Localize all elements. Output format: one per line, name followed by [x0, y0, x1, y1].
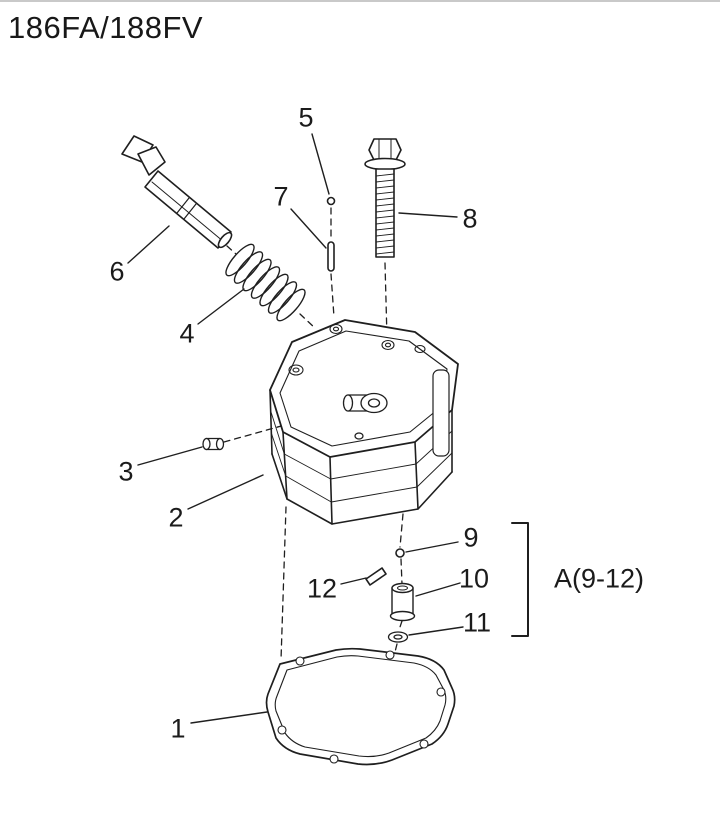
- gasket-drawing: [265, 647, 456, 766]
- pin-12-drawing: [365, 567, 387, 586]
- callout-3: 3: [118, 456, 134, 487]
- callout-11: 11: [462, 607, 492, 638]
- callout-2: 2: [168, 502, 184, 533]
- cylinder-10-drawing: [389, 582, 416, 622]
- washer-11-drawing: [387, 631, 409, 643]
- ball-5-drawing: [326, 196, 336, 206]
- callout-10: 10: [458, 563, 490, 594]
- ball-9-drawing: [395, 548, 405, 558]
- callout-8: 8: [462, 203, 478, 234]
- callout-7: 7: [273, 181, 289, 212]
- callout-6: 6: [109, 256, 125, 287]
- flange-bolt-drawing: [364, 138, 406, 258]
- pin-7-drawing: [327, 241, 335, 272]
- callout-5: 5: [298, 102, 314, 133]
- callout-1: 1: [170, 713, 186, 744]
- group-bracket: [511, 522, 529, 637]
- rocker-arm-drawing: [121, 135, 233, 249]
- cap-3-drawing: [202, 437, 225, 451]
- callout-4: 4: [179, 318, 195, 349]
- leader-lines: [127, 133, 464, 724]
- group-label-a: A(9-12): [553, 563, 645, 594]
- head-cover-drawing: [269, 319, 459, 525]
- valve-spring-drawing: [225, 243, 306, 322]
- callout-12: 12: [306, 573, 338, 604]
- page-title: 186FA/188FV: [8, 10, 204, 45]
- callout-9: 9: [463, 522, 479, 553]
